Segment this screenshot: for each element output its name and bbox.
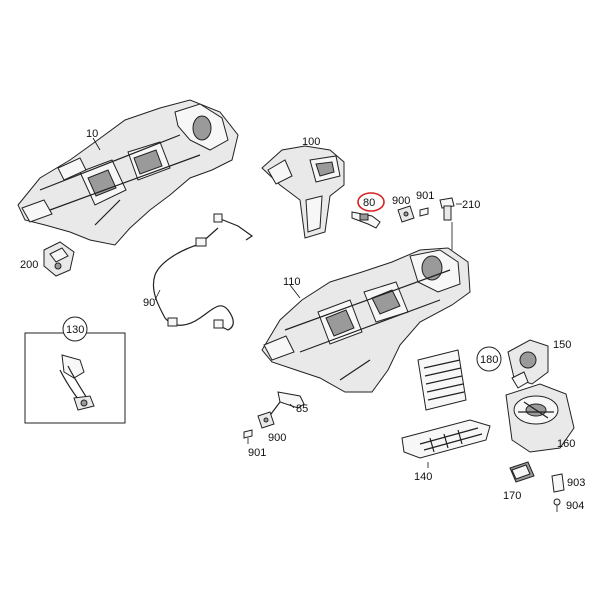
clip-901-lower [243, 429, 253, 444]
leader-110 [289, 284, 301, 299]
callout-901-upper: 901 [416, 190, 434, 202]
callout-210: 210 [462, 199, 480, 211]
connector-900-upper [397, 205, 415, 223]
callout-180-circle [476, 346, 502, 372]
callout-100: 100 [302, 136, 320, 148]
callout-900-lower: 900 [268, 432, 286, 444]
air-inlet-140 [401, 419, 491, 459]
callout-85: 85 [296, 403, 308, 415]
wiring-harness-90 [152, 213, 254, 331]
callout-140: 140 [414, 471, 432, 483]
sensor-80 [351, 211, 381, 229]
callout-130-circle [62, 316, 88, 342]
clip-901-upper [419, 207, 429, 217]
callout-160: 160 [557, 438, 575, 450]
air-duct-100 [261, 145, 345, 239]
actuator-200 [43, 241, 75, 277]
hvac-housing-10 [17, 99, 239, 246]
hvac-housing-110 [261, 222, 471, 393]
callout-200: 200 [20, 259, 38, 271]
leader-10 [92, 137, 101, 151]
callout-180: 180 [480, 354, 498, 366]
cabin-filter-180 [417, 349, 467, 411]
plug-903 [551, 473, 565, 493]
callout-901-lower: 901 [248, 447, 266, 459]
screw-210 [439, 197, 462, 221]
highlight-circle-80 [357, 192, 385, 212]
blower-motor-160 [505, 383, 575, 453]
callout-80: 80 [363, 197, 375, 209]
callout-110: 110 [283, 276, 301, 288]
blower-regulator-150 [507, 339, 549, 389]
callout-10: 10 [86, 128, 98, 140]
callout-130: 130 [66, 324, 84, 336]
leader-90 [154, 289, 161, 301]
callout-170: 170 [503, 490, 521, 502]
callout-903: 903 [567, 477, 585, 489]
callout-90: 90 [143, 297, 155, 309]
callout-900-upper: 900 [392, 195, 410, 207]
detail-box-130 [24, 332, 126, 424]
callout-150: 150 [553, 339, 571, 351]
screw-904 [553, 498, 561, 512]
module-170 [509, 461, 535, 483]
leader-85 [289, 403, 295, 409]
callout-904: 904 [566, 500, 584, 512]
connector-900-lower [257, 411, 275, 429]
